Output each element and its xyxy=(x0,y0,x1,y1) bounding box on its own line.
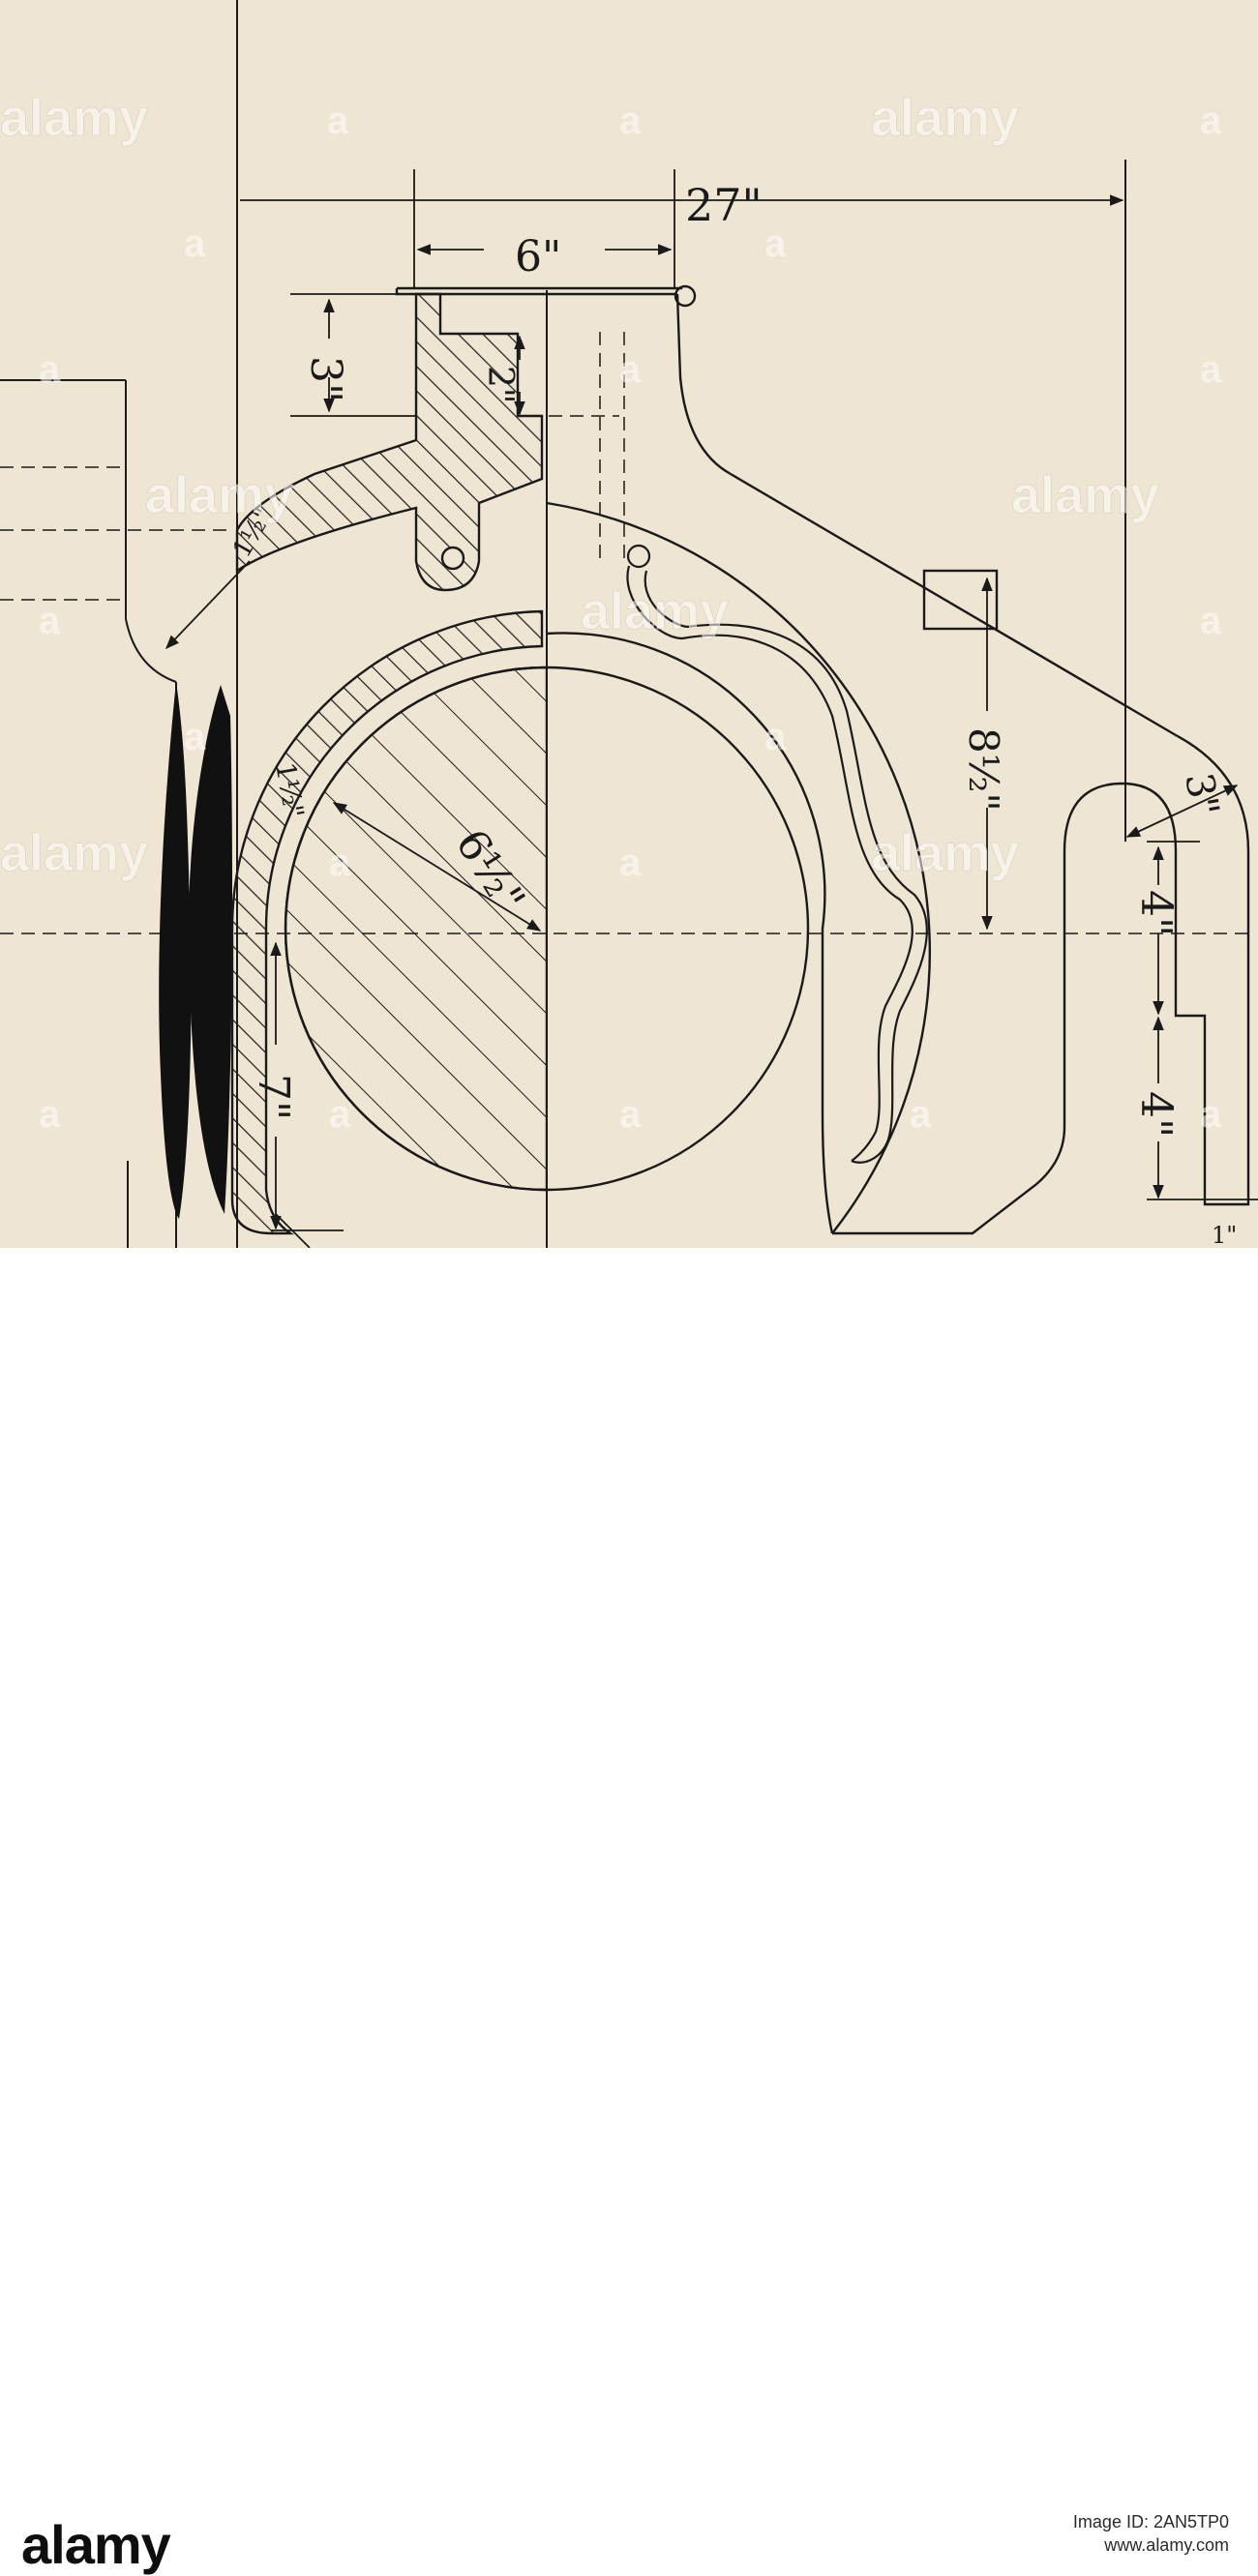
shaded-profiles xyxy=(159,682,232,1219)
hidden-lines xyxy=(0,332,1248,934)
watermark-letter: a xyxy=(619,842,642,884)
watermark-letter: a xyxy=(619,348,642,391)
casting-outline xyxy=(284,284,1250,1235)
watermark-letter: a xyxy=(764,716,787,758)
watermark-letter: a xyxy=(184,222,206,265)
site-url: www.alamy.com xyxy=(1104,2535,1229,2556)
image-info: Image ID: 2AN5TP0 www.alamy.com xyxy=(1073,2510,1229,2558)
watermark-letter: a xyxy=(184,716,206,758)
watermark-letter: a xyxy=(39,600,61,642)
brand-logo: alamy xyxy=(21,2514,171,2575)
watermark-letter: a xyxy=(39,348,61,391)
watermark-word: alamy xyxy=(581,582,729,640)
watermark-letter: a xyxy=(910,1093,932,1136)
dim-overall-width: 27" xyxy=(685,179,763,231)
dim-right-height: 8½" xyxy=(960,727,1007,812)
watermark-word: alamy xyxy=(1011,466,1159,524)
dim-jaw-offset: 1" xyxy=(1212,1222,1237,1248)
watermark-layer: alamy alamy alamy alamy alamy alamy alam… xyxy=(0,89,1222,1136)
watermark-word: alamy xyxy=(0,824,148,882)
dim-jaw-radius: 3" xyxy=(1176,770,1227,819)
watermark-letter: a xyxy=(764,222,787,265)
watermark-letter: a xyxy=(39,1093,61,1136)
watermark-word: alamy xyxy=(871,89,1019,147)
dim-seat-depth: 2" xyxy=(480,366,520,403)
dimension-lines xyxy=(165,169,1258,1249)
dim-lower-left: 7" xyxy=(249,1074,298,1120)
watermark-word: alamy xyxy=(0,89,148,147)
dim-neck-width: 6" xyxy=(515,232,561,281)
footer-bar: alamy Image ID: 2AN5TP0 www.alamy.com xyxy=(0,1248,1258,2575)
engineering-drawing: 27" 6" 3" 2" 1½" 1½" 6½" 7" 8½" 3" 4" 4"… xyxy=(0,0,1258,1249)
dim-jaw-upper: 4" xyxy=(1131,890,1181,936)
watermark-letter: a xyxy=(327,100,349,142)
watermark-letter: a xyxy=(619,1093,642,1136)
watermark-word: alamy xyxy=(871,824,1019,882)
watermark-letter: a xyxy=(1200,348,1222,391)
dim-jaw-lower: 4" xyxy=(1131,1091,1181,1138)
watermark-letter: a xyxy=(329,1093,351,1136)
image-id: Image ID: 2AN5TP0 xyxy=(1072,2512,1229,2532)
watermark-letter: a xyxy=(619,100,642,142)
watermark-letter: a xyxy=(1200,100,1222,142)
drawing-canvas: 27" 6" 3" 2" 1½" 1½" 6½" 7" 8½" 3" 4" 4"… xyxy=(0,0,1258,1249)
watermark-letter: a xyxy=(1200,600,1222,642)
oil-groove xyxy=(626,544,928,1164)
watermark-word: alamy xyxy=(145,466,293,524)
dim-neck-depth: 3" xyxy=(301,356,350,402)
watermark-letter: a xyxy=(1200,1093,1222,1136)
watermark-letter: a xyxy=(329,842,351,884)
